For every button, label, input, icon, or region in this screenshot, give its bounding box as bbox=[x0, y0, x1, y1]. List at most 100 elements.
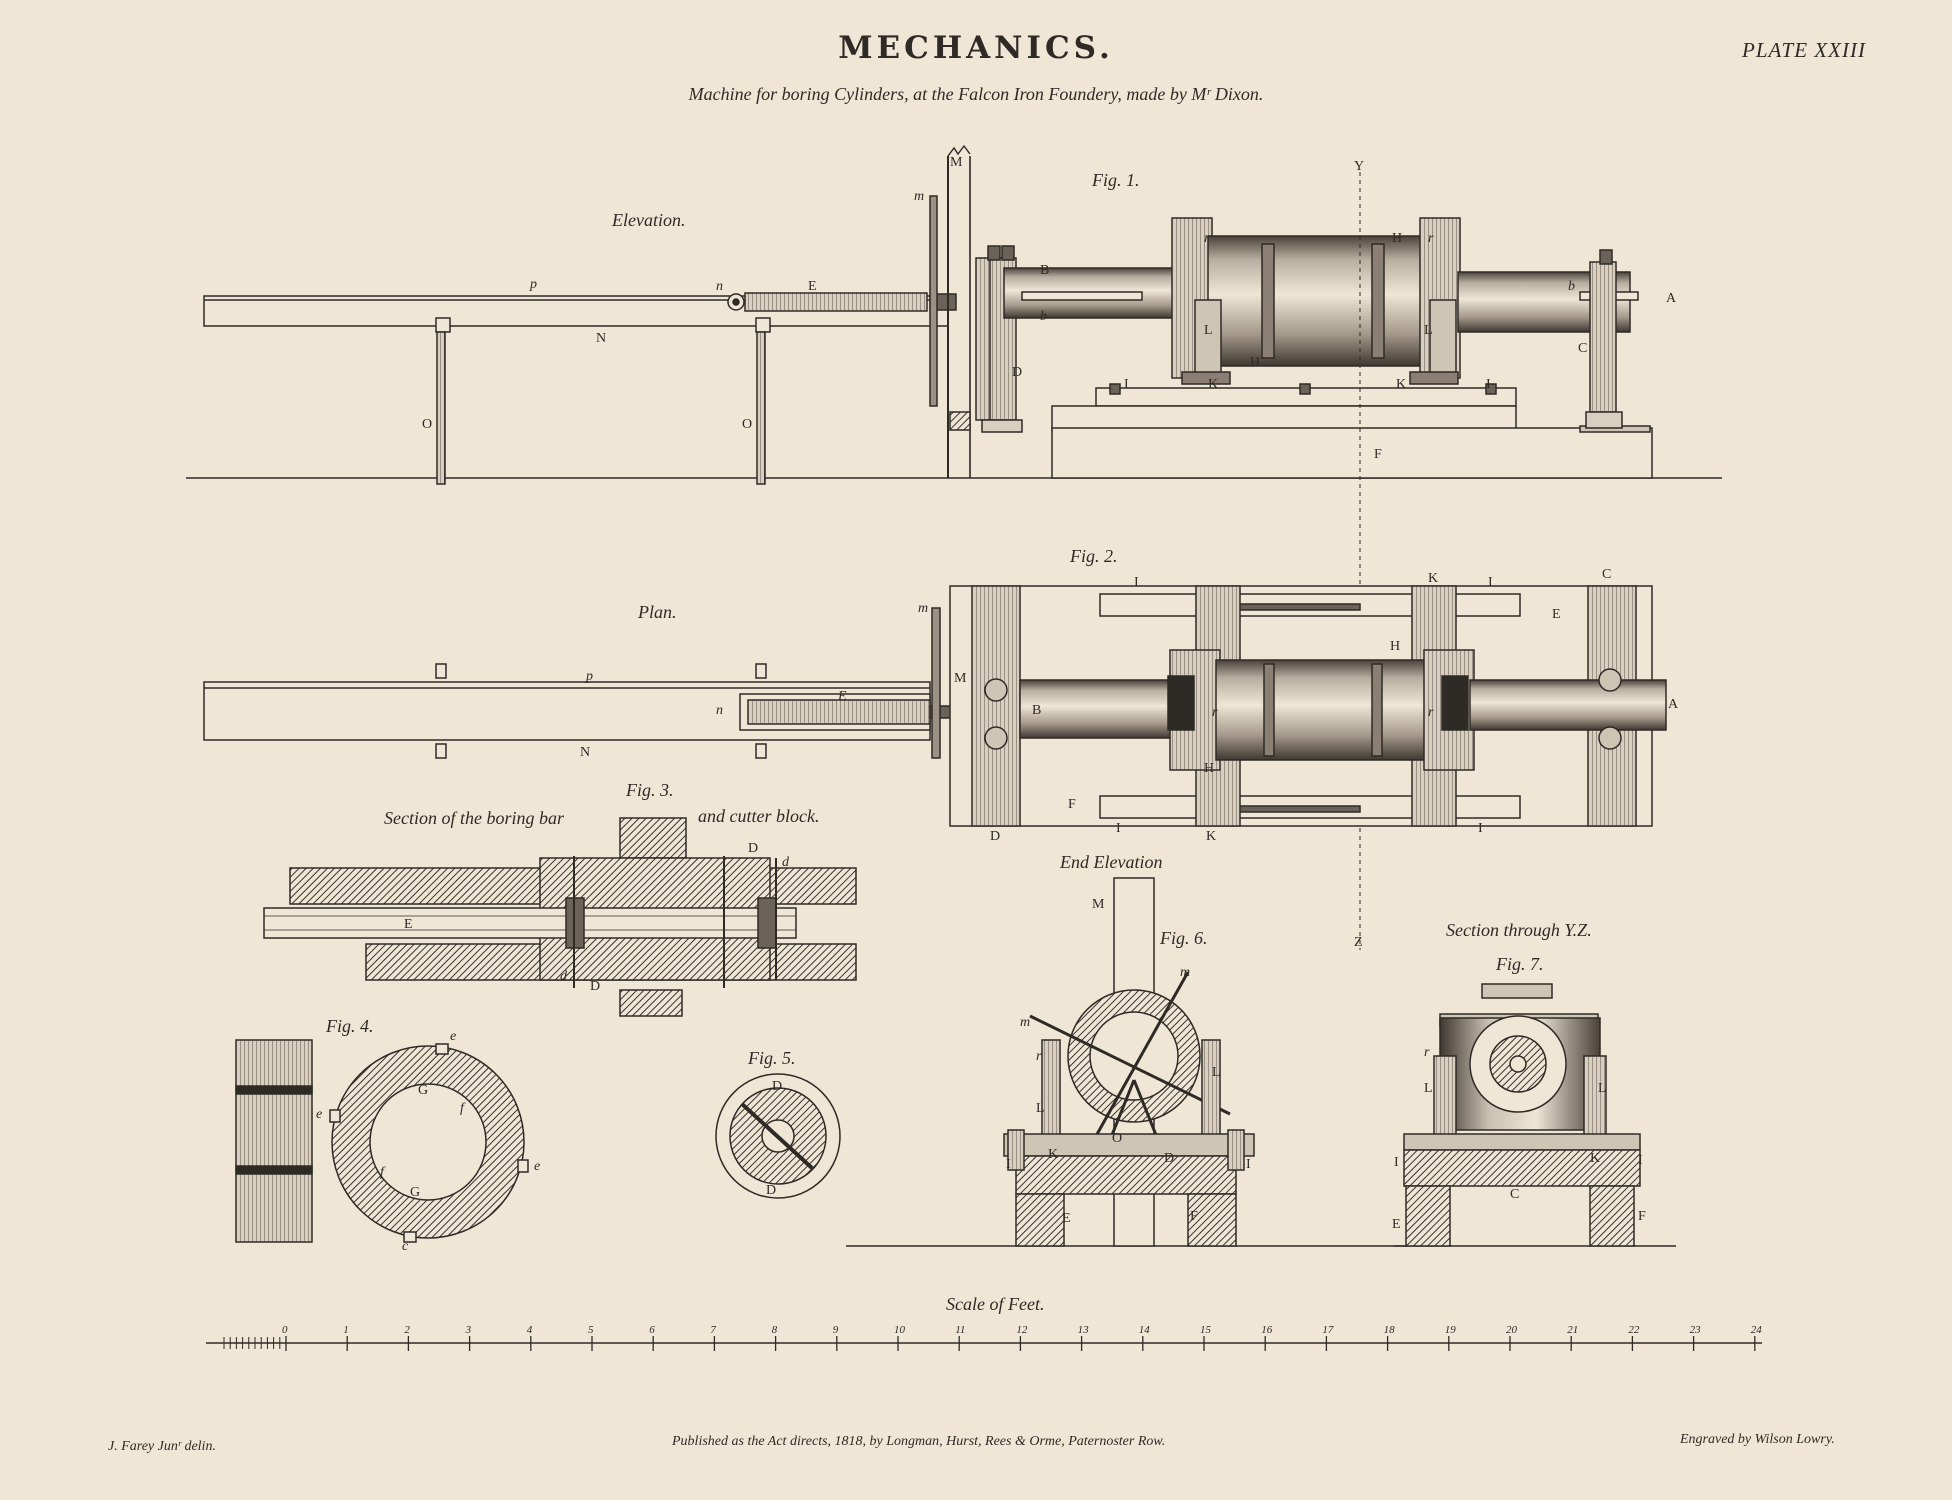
letter-I-fig1b: I bbox=[1486, 377, 1491, 392]
letter-I-fig6b: I bbox=[1246, 1157, 1251, 1172]
scale-tick-label: 16 bbox=[1261, 1324, 1273, 1336]
fig1-label: Fig. 1. bbox=[1092, 170, 1140, 190]
fig1-elevation bbox=[186, 144, 1722, 950]
scale-tick-label: 6 bbox=[649, 1324, 655, 1336]
scale-tick-label: 21 bbox=[1567, 1324, 1578, 1336]
fig2-plan bbox=[203, 585, 1667, 827]
credit-engraver: Engraved by Wilson Lowry. bbox=[1680, 1432, 1835, 1447]
scale-tick-label: 13 bbox=[1078, 1324, 1090, 1336]
end-elevation-label: End Elevation bbox=[1060, 852, 1163, 872]
scale-tick-label: 0 bbox=[282, 1324, 288, 1336]
letter-O-fig6: O bbox=[1112, 1131, 1122, 1146]
cylinder-body bbox=[1207, 235, 1439, 367]
scale-tick-label: 1 bbox=[343, 1324, 349, 1336]
letter-d-fig3a: d bbox=[782, 855, 790, 870]
letter-K-fig1b: K bbox=[1396, 377, 1406, 392]
credit-delineator: J. Farey Junʳ delin. bbox=[108, 1439, 216, 1454]
scale-tick-label: 11 bbox=[955, 1324, 965, 1336]
reference-letters: M m Y A B b b C D E F H H I I K K L L N … bbox=[316, 155, 1679, 1254]
scale-tick-label: 19 bbox=[1445, 1324, 1457, 1336]
plate-number: PLATE XXIII bbox=[1742, 38, 1866, 62]
plan-block-D bbox=[971, 585, 1021, 827]
letter-L-fig7b: L bbox=[1598, 1081, 1607, 1096]
plan-label: Plan. bbox=[638, 602, 677, 622]
letter-D-fig3a: D bbox=[748, 841, 758, 856]
letter-E-fig3: E bbox=[404, 917, 413, 932]
letter-C-fig1: C bbox=[1578, 341, 1587, 356]
fig5-disc bbox=[715, 1073, 841, 1199]
support-post-right bbox=[756, 331, 766, 485]
letter-E-fig2b: E bbox=[1552, 607, 1561, 622]
letter-K-fig7: K bbox=[1590, 1151, 1600, 1166]
letter-E-fig2a: E bbox=[837, 689, 847, 704]
letter-e-fig4b: e bbox=[316, 1107, 322, 1122]
letter-m-fig2: m bbox=[918, 601, 928, 616]
letter-D-fig2: D bbox=[990, 829, 1000, 844]
section-base-E bbox=[1405, 1185, 1451, 1247]
letter-O-fig1b: O bbox=[742, 417, 752, 432]
letter-K-fig6: K bbox=[1048, 1147, 1058, 1162]
letter-p-fig1: p bbox=[529, 277, 537, 292]
letter-F-fig6: F bbox=[1190, 1209, 1198, 1224]
pillar-L-right bbox=[1429, 299, 1457, 379]
fig2-label: Fig. 2. bbox=[1070, 546, 1118, 566]
scale-tick-label: 15 bbox=[1200, 1324, 1212, 1336]
base-F6 bbox=[1187, 1193, 1237, 1247]
letter-L-fig6a: L bbox=[1036, 1101, 1045, 1116]
letter-M-fig6: M bbox=[1092, 897, 1105, 912]
letter-K-fig2b: K bbox=[1206, 829, 1216, 844]
letter-m-fig1: m bbox=[914, 189, 924, 204]
letter-M-fig1: M bbox=[950, 155, 963, 170]
scale-tick-label: 7 bbox=[710, 1324, 716, 1336]
letter-p-fig2: p bbox=[585, 669, 593, 684]
plan-cylinder bbox=[1215, 659, 1443, 761]
letter-C-fig7: C bbox=[1510, 1187, 1519, 1202]
letter-I-fig7a: I bbox=[1394, 1155, 1399, 1170]
scale-tick-label: 5 bbox=[588, 1324, 594, 1336]
letter-n-fig1: n bbox=[716, 279, 723, 294]
letter-I-fig2d: I bbox=[1478, 821, 1483, 836]
letter-K-fig1a: K bbox=[1208, 377, 1218, 392]
letter-M-fig2: M bbox=[954, 671, 967, 686]
letter-n-fig2: n bbox=[716, 703, 723, 718]
letter-r-fig1a: r bbox=[1204, 231, 1210, 246]
section-yz-label: Section through Y.Z. bbox=[1446, 920, 1592, 940]
letter-F-fig7: F bbox=[1638, 1209, 1646, 1224]
scale-tick-label: 22 bbox=[1628, 1324, 1640, 1336]
letter-L-fig1b: L bbox=[1424, 323, 1433, 338]
fig6-label: Fig. 6. bbox=[1160, 928, 1208, 948]
boring-bar-shaft bbox=[263, 907, 797, 939]
letter-K-fig2a: K bbox=[1428, 571, 1438, 586]
scale-tick-label: 12 bbox=[1016, 1324, 1028, 1336]
base-E bbox=[1015, 1193, 1065, 1247]
letter-d-fig3b: d bbox=[560, 969, 568, 984]
letter-r-fig1b: r bbox=[1428, 231, 1434, 246]
scale-tick-label: 3 bbox=[465, 1324, 472, 1336]
plate-title: MECHANICS. bbox=[838, 30, 1114, 66]
scale-tick-label: 8 bbox=[772, 1324, 778, 1336]
scale-tick-label: 18 bbox=[1384, 1324, 1396, 1336]
letter-I-fig2c: I bbox=[1116, 821, 1121, 836]
letter-D-fig5b: D bbox=[766, 1183, 776, 1198]
fly-wheel-edge bbox=[929, 195, 938, 407]
letter-G-fig4a: G bbox=[418, 1083, 428, 1098]
letter-B-fig2: B bbox=[1032, 703, 1041, 718]
letter-I-fig1a: I bbox=[1124, 377, 1129, 392]
letter-N-fig1: N bbox=[596, 331, 606, 346]
section-base-F bbox=[1589, 1185, 1635, 1247]
letter-e-fig4c: e bbox=[534, 1159, 540, 1174]
letter-D-fig6: D bbox=[1164, 1151, 1174, 1166]
scale-tick-label: 2 bbox=[404, 1324, 410, 1336]
letter-e-fig4a: e bbox=[450, 1029, 456, 1044]
fig3-label: Fig. 3. bbox=[626, 780, 674, 800]
letter-D-fig1: D bbox=[1012, 365, 1022, 380]
letter-D-fig5a: D bbox=[772, 1079, 782, 1094]
scale-tick-label: 17 bbox=[1322, 1324, 1334, 1336]
letter-E-fig7: E bbox=[1392, 1217, 1401, 1232]
scale-tick-label: 9 bbox=[833, 1324, 839, 1336]
letter-f-fig4a: f bbox=[460, 1101, 466, 1116]
letter-O-fig1a: O bbox=[422, 417, 432, 432]
letter-c-fig4: c bbox=[402, 1239, 409, 1254]
plate-subtitle: Machine for boring Cylinders, at the Fal… bbox=[688, 84, 1264, 104]
